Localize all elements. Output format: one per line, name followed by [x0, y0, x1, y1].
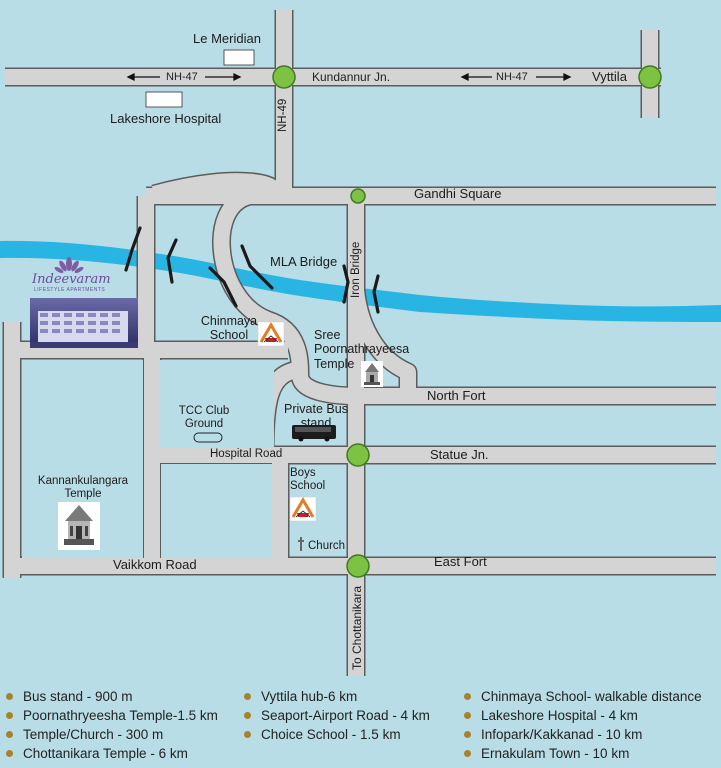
north-fort-label: North Fort — [427, 388, 486, 403]
nh49-label: NH-49 — [277, 98, 289, 132]
junctions — [272, 65, 662, 578]
vaikkom-road-label: Vaikkom Road — [113, 557, 197, 572]
bullet-icon — [464, 712, 471, 719]
legend-item: Ernakulam Town - 10 km — [464, 744, 702, 763]
legend-item: Infopark/Kakkanad - 10 km — [464, 725, 702, 744]
junction-vyttila — [638, 65, 662, 89]
legend-column-1: Bus stand - 900 m Poornathryeesha Temple… — [6, 687, 218, 763]
legend-column-3: Chinmaya School- walkable distance Lakes… — [464, 687, 702, 763]
school-icon — [257, 321, 285, 347]
lakeshore-hospital-marker — [145, 91, 183, 108]
legend-item: Chinmaya School- walkable distance — [464, 687, 702, 706]
legend-item: Chottanikara Temple - 6 km — [6, 744, 218, 763]
le-meridian-label: Le Meridian — [193, 31, 261, 46]
church-icon — [298, 537, 304, 551]
lakeshore-hospital-label: Lakeshore Hospital — [110, 111, 222, 126]
bullet-icon — [244, 731, 251, 738]
nh47-right-label: NH-47 — [496, 71, 528, 83]
bullet-icon — [6, 712, 13, 719]
temple-icon — [361, 361, 383, 387]
east-fort-label: East Fort — [434, 554, 487, 569]
bullet-icon — [244, 712, 251, 719]
junction-statue — [346, 443, 370, 467]
iron-bridge-label: Iron Bridge — [350, 241, 362, 298]
bullet-icon — [244, 693, 251, 700]
statue-jn-label: Statue Jn. — [430, 447, 489, 462]
brand-name: Indeevaram — [32, 272, 111, 287]
vyttila-label: Vyttila — [592, 69, 627, 84]
legend-item: Temple/Church - 300 m — [6, 725, 218, 744]
apartment-building-image — [30, 298, 138, 348]
poornathrayeesa-temple-label: Sree Poornathrayeesa Temple — [314, 328, 410, 371]
legend-item: Vyttila hub-6 km — [244, 687, 430, 706]
bullet-icon — [464, 731, 471, 738]
map-canvas — [0, 10, 721, 676]
boys-school-label: Boys School — [290, 467, 326, 493]
mla-bridge-label: MLA Bridge — [270, 254, 338, 269]
tcc-ground-marker — [193, 432, 223, 443]
junction-kundannur — [272, 65, 296, 89]
kundannur-jn-label: Kundannur Jn. — [312, 70, 391, 84]
nh47-left-label: NH-47 — [166, 71, 198, 83]
nh47-arrows — [126, 72, 572, 82]
to-chottanikara-label: To Chottanikara — [350, 585, 364, 670]
chinmaya-school-label: Chinmaya School — [200, 314, 258, 343]
lotus-logo-icon — [54, 257, 84, 274]
junction-east-fort — [346, 554, 370, 578]
tcc-club-ground-label: TCC Club Ground — [178, 405, 230, 431]
brand-tagline: LIFESTYLE APARTMENTS — [34, 287, 106, 293]
bullet-icon — [6, 731, 13, 738]
river — [0, 240, 721, 322]
junction-gandhi-square — [350, 188, 366, 204]
bullet-icon — [464, 750, 471, 757]
legend-item: Lakeshore Hospital - 4 km — [464, 706, 702, 725]
church-label: Church — [308, 540, 346, 552]
private-bus-stand-label: Private Bus stand — [284, 402, 348, 431]
bus-icon — [292, 425, 336, 442]
bullet-icon — [464, 693, 471, 700]
hospital-road-label: Hospital Road — [210, 448, 283, 460]
legend-item: Seaport-Airport Road - 4 km — [244, 706, 430, 725]
legend-item: Poornathryeesha Temple-1.5 km — [6, 706, 218, 725]
legend-item: Bus stand - 900 m — [6, 687, 218, 706]
school-icon — [289, 496, 317, 522]
le-meridian-marker — [223, 49, 255, 66]
legend-column-2: Vyttila hub-6 km Seaport-Airport Road - … — [244, 687, 430, 744]
bullet-icon — [6, 750, 13, 757]
city-block — [161, 464, 272, 558]
bullet-icon — [6, 693, 13, 700]
legend-item: Choice School - 1.5 km — [244, 725, 430, 744]
bridge-marks — [124, 226, 380, 314]
distance-legend: Bus stand - 900 m Poornathryeesha Temple… — [0, 683, 721, 768]
temple-icon — [58, 502, 100, 550]
kannankulangara-temple-label: Kannankulangara Temple — [37, 475, 129, 501]
gandhi-square-label: Gandhi Square — [414, 186, 502, 201]
